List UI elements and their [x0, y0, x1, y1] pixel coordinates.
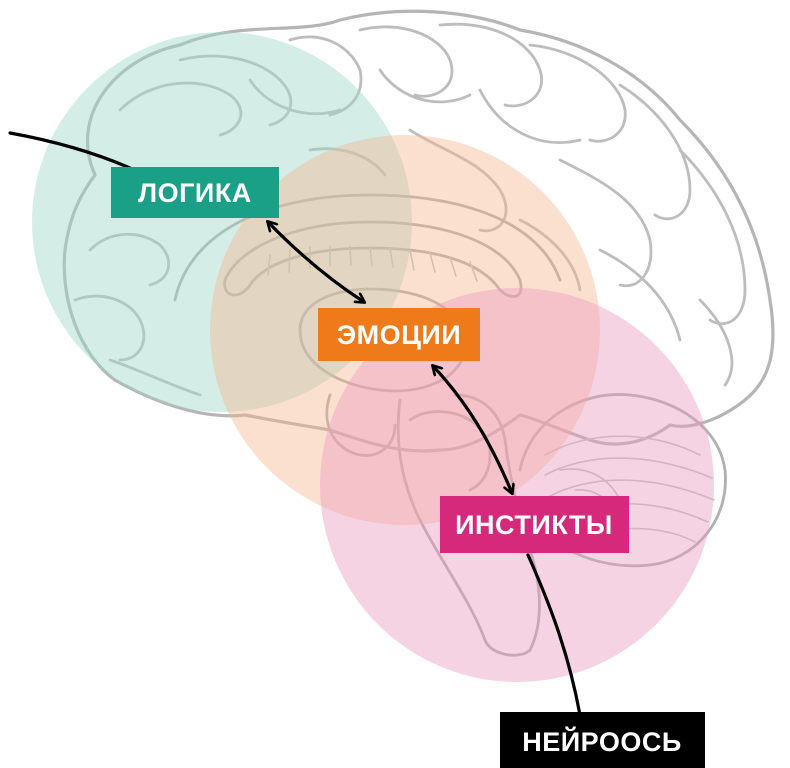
label-network: НЕЙРООСЬ [500, 712, 705, 768]
label-network-text: НЕЙРООСЬ [522, 726, 681, 757]
label-instincts-text: ИНСТИКТЫ [455, 510, 613, 540]
label-emotions-text: ЭМОЦИИ [337, 320, 461, 350]
label-emotions: ЭМОЦИИ [318, 308, 480, 361]
label-logic: ЛОГИКА [111, 167, 279, 218]
label-logic-text: ЛОГИКА [138, 178, 252, 208]
label-instincts: ИНСТИКТЫ [440, 496, 629, 553]
